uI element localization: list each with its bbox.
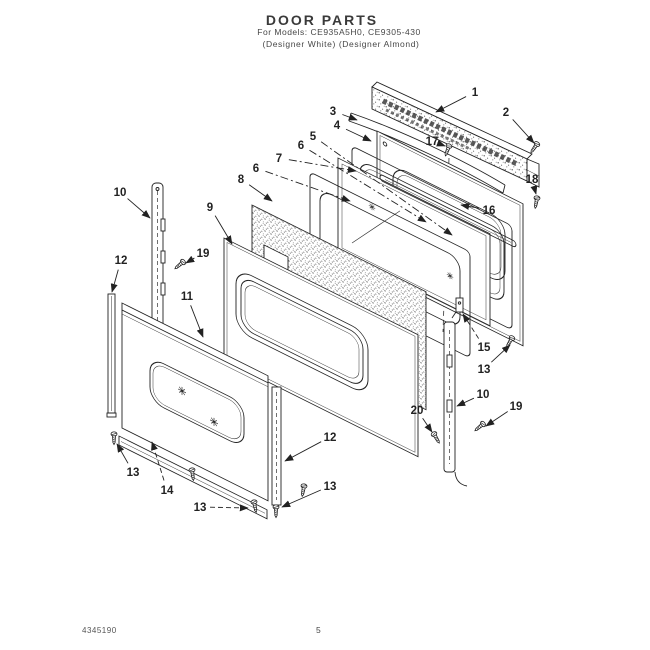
- callout-arrow-8-8: [248, 184, 273, 202]
- callout-label-6-5: 6: [298, 140, 304, 152]
- screw-icon-part-19-right: [472, 419, 487, 434]
- part-15-clip: [451, 297, 464, 319]
- callout-label-18-16: 18: [526, 174, 539, 186]
- callout-arrow-15-17: [462, 313, 480, 339]
- callout-label-8-8: 8: [238, 174, 245, 186]
- callout-arrow-20-20: [422, 418, 433, 433]
- callout-label-3-2: 3: [330, 106, 336, 118]
- callout-label-10-19: 10: [477, 389, 490, 401]
- callout-label-16-15: 16: [483, 205, 496, 217]
- callout-label-20-20: 20: [411, 405, 424, 417]
- callout-arrow-12-22: [284, 441, 322, 462]
- callout-label-7-6: 7: [276, 153, 282, 165]
- part-6-window-glass: [337, 157, 491, 327]
- callout-arrow-5-4: [320, 141, 453, 236]
- callout-label-1-0: 1: [472, 87, 479, 99]
- models-line: For Models: CE935A5H0, CE9305-430: [257, 27, 421, 37]
- callout-label-6-7: 6: [253, 163, 259, 175]
- callout-arrow-13-25: [209, 504, 249, 512]
- part-9-door-liner-panel: [223, 237, 419, 458]
- callout-label-10-10: 10: [114, 187, 127, 199]
- callout-arrow-13-23: [116, 443, 129, 464]
- part-1-vent-trim-panel: [371, 81, 540, 188]
- callout-arrow-12-12: [110, 269, 119, 293]
- part-3-top-trim: [348, 112, 506, 194]
- page-title: DOOR PARTS: [265, 12, 379, 28]
- callout-arrow-11-11: [190, 305, 204, 338]
- callout-arrow-19-13: [185, 255, 195, 264]
- doc-number: 4345190: [82, 626, 117, 635]
- callout-arrow-10-19: [456, 397, 475, 407]
- callout-label-14-24: 14: [161, 485, 174, 497]
- callout-arrow-1-0: [435, 96, 467, 113]
- screw-icon-part-13-mid-right: [272, 504, 280, 518]
- screw-icon-part-19-left: [172, 257, 187, 272]
- callout-arrow-6-5: [309, 149, 427, 223]
- callout-label-2-1: 2: [503, 107, 509, 119]
- callout-label-13-18: 13: [478, 364, 491, 376]
- callout-arrow-2-1: [512, 119, 535, 144]
- callout-arrow-3-2: [342, 113, 358, 121]
- callout-arrow-6-7: [265, 170, 351, 202]
- callout-label-13-23: 13: [127, 467, 140, 479]
- screw-icon-part-20: [429, 430, 443, 445]
- callout-label-13-25: 13: [194, 502, 207, 514]
- screw-icon-part-13-right: [298, 483, 308, 498]
- screw-icon-part-18: [531, 195, 541, 210]
- callout-arrow-9-9: [214, 215, 233, 245]
- callout-label-12-12: 12: [115, 255, 128, 267]
- callout-arrow-10-10: [127, 198, 151, 219]
- callout-arrow-7-6: [288, 159, 357, 174]
- callout-arrow-18-16: [530, 185, 538, 195]
- part-12-edge-trim-right: [271, 386, 282, 506]
- callout-label-4-3: 4: [334, 120, 341, 132]
- part-12-edge-trim-left: [106, 293, 117, 418]
- callout-arrow-17-14: [436, 139, 446, 147]
- callout-label-9-9: 9: [207, 202, 213, 214]
- part-11-outer-door-panel: [121, 302, 269, 502]
- callout-arrow-14-24: [151, 441, 165, 481]
- screw-icon-part-2: [528, 140, 542, 155]
- callout-label-5-4: 5: [310, 131, 317, 143]
- callout-arrow-13-18: [491, 344, 511, 363]
- part-10-side-trim-left: [151, 182, 166, 332]
- callout-label-12-22: 12: [324, 432, 337, 444]
- page-number: 5: [316, 625, 321, 635]
- callout-label-19-21: 19: [510, 401, 523, 413]
- callout-arrow-13-26: [281, 489, 322, 508]
- callout-label-19-13: 19: [197, 248, 210, 260]
- callout-label-17-14: 17: [426, 136, 439, 148]
- part-10-side-trim-right: [443, 321, 468, 487]
- finish-line: (Designer White) (Designer Almond): [262, 39, 420, 49]
- callout-arrow-16-15: [460, 202, 480, 210]
- callout-label-11-11: 11: [181, 291, 194, 303]
- callout-label-15-17: 15: [478, 342, 491, 354]
- screw-icon-part-17: [442, 142, 453, 158]
- screw-icon-part-13-left: [110, 431, 118, 445]
- callout-arrow-19-21: [485, 411, 508, 427]
- callout-label-13-26: 13: [324, 481, 337, 493]
- callout-arrow-4-3: [345, 128, 372, 142]
